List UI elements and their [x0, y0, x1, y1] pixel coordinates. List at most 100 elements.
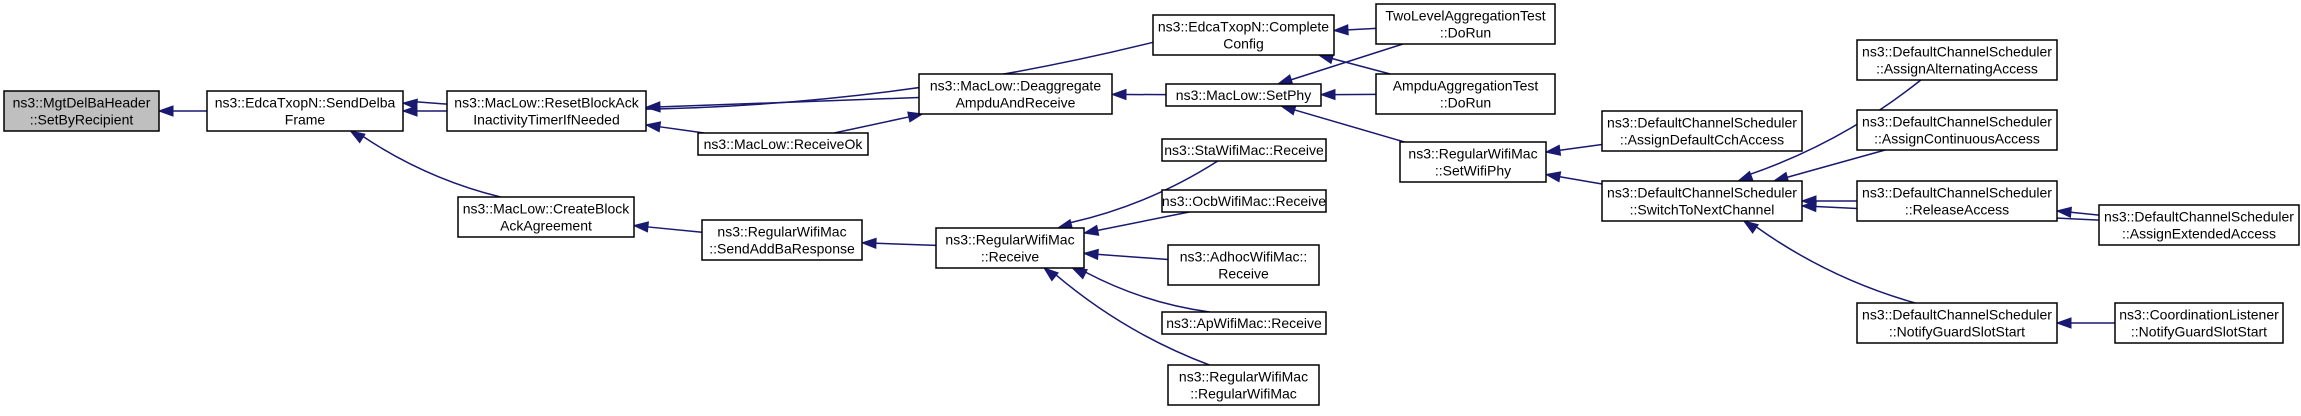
arrowhead-n22-to-n20 — [1082, 224, 1100, 236]
edges-layer — [157, 24, 2115, 366]
edge-n21-to-n20 — [1070, 160, 1219, 224]
node-label-line: ns3::MacLow::CreateBlock — [463, 201, 631, 217]
node-label-line: ns3::DefaultChannelScheduler — [2104, 209, 2294, 225]
node-label-line: ::SendAddBaResponse — [709, 241, 855, 257]
node-label-line: ns3::DefaultChannelScheduler — [1607, 115, 1797, 131]
node-box — [1856, 109, 2058, 151]
node-box — [1375, 73, 1556, 115]
node-defaultchannelscheduler-assigndefaultcchaccess[interactable]: ns3::DefaultChannelScheduler::AssignDefa… — [1601, 110, 1803, 152]
node-coordinationlistener-notifyguardslotstart[interactable]: ns3::CoordinationListener::NotifyGuardSl… — [2114, 302, 2284, 344]
edge-n20-to-n19 — [875, 242, 937, 247]
node-apwifimac-receive[interactable]: ns3::ApWifiMac::Receive — [1161, 311, 1327, 335]
node-maclow-receiveok[interactable]: ns3::MacLow::ReceiveOk — [697, 132, 869, 156]
node-regularwifimac-regularwifimac[interactable]: ns3::RegularWifiMac::RegularWifiMac — [1167, 364, 1320, 406]
edge-n8-to-n5 — [659, 126, 705, 134]
arrowhead-n5-to-n1 — [401, 105, 418, 117]
node-box — [1375, 3, 1556, 45]
node-label-line: AmpduAggregationTest — [1393, 78, 1539, 94]
node-label-line: ns3::EdcaTxopN::SendDelba — [215, 95, 396, 111]
node-box — [457, 196, 635, 238]
node-regularwifimac-setwifiphy[interactable]: ns3::RegularWifiMac::SetWifiPhy — [1399, 141, 1547, 183]
node-label-line: ::ReleaseAccess — [1905, 202, 2009, 218]
node-maclow-setphy[interactable]: ns3::MacLow::SetPhy — [1165, 83, 1322, 107]
arrowhead-n18-to-n1 — [349, 130, 366, 144]
edge-n15-to-n14 — [2070, 211, 2100, 216]
node-label-line: TwoLevelAggregationTest — [1385, 8, 1545, 24]
node-box — [1167, 364, 1320, 406]
arrowhead-n6-to-n5 — [644, 101, 661, 113]
arrowhead-n20-to-n19 — [860, 237, 877, 250]
node-label-line: ::AssignDefaultCchAccess — [1620, 132, 1784, 148]
edge-n25-to-n20 — [1055, 274, 1210, 366]
node-box — [2114, 302, 2284, 344]
arrowhead-n19-to-n18 — [632, 221, 649, 233]
edge-n3-to-n7 — [1291, 43, 1404, 81]
arrowhead-n12-to-n11 — [1736, 170, 1754, 182]
edge-n3-to-n2 — [1347, 27, 1377, 31]
node-box — [1856, 39, 2058, 81]
node-adhocwifimac-receive[interactable]: ns3::AdhocWifiMac::Receive — [1167, 244, 1320, 286]
edge-n22-to-n20 — [1097, 211, 1190, 232]
node-defaultchannelscheduler-releaseaccess[interactable]: ns3::DefaultChannelScheduler::ReleaseAcc… — [1856, 180, 2058, 222]
node-defaultchannelscheduler-assigncontinuousaccess[interactable]: ns3::DefaultChannelScheduler::AssignCont… — [1856, 109, 2058, 151]
arrowhead-n16-to-n11 — [1742, 220, 1760, 234]
node-label-line: ::DoRun — [1440, 25, 1491, 41]
node-ampduaggregationtest-dorun[interactable]: AmpduAggregationTest::DoRun — [1375, 73, 1556, 115]
node-box — [1165, 83, 1322, 107]
node-box — [1856, 302, 2058, 344]
node-label-line: ns3::DefaultChannelScheduler — [1862, 44, 2052, 60]
node-regularwifimac-receive[interactable]: ns3::RegularWifiMac::Receive — [935, 227, 1085, 269]
node-stawifimac-receive[interactable]: ns3::StaWifiMac::Receive — [1161, 138, 1327, 162]
node-mgtdelbaheader-setbyrecipient[interactable]: ns3::MgtDelBaHeader::SetByRecipient — [3, 90, 160, 132]
node-label-line: ns3::DefaultChannelScheduler — [1862, 114, 2052, 130]
node-box — [1601, 110, 1803, 152]
node-box — [1601, 180, 1803, 222]
node-label-line: ns3::MacLow::SetPhy — [1176, 87, 1311, 103]
node-defaultchannelscheduler-switchtonextchannel[interactable]: ns3::DefaultChannelScheduler::SwitchToNe… — [1601, 180, 1803, 222]
node-maclow-resetblockackinactivitytimerifneeded[interactable]: ns3::MacLow::ResetBlockAckInactivityTime… — [446, 90, 647, 132]
node-box — [1856, 180, 2058, 222]
edge-n23-to-n20 — [1097, 253, 1169, 261]
node-label-line: ns3::DefaultChannelScheduler — [1862, 307, 2052, 323]
node-label-line: ::SetWifiPhy — [1435, 163, 1511, 179]
arrowhead-n10-to-n9 — [1544, 144, 1562, 156]
node-ocbwifimac-receive[interactable]: ns3::OcbWifiMac::Receive — [1161, 189, 1327, 213]
node-label-line: ::RegularWifiMac — [1190, 386, 1297, 402]
edge-n4-to-n2 — [1332, 57, 1391, 75]
node-label-line: ::AssignAlternatingAccess — [1876, 61, 2038, 77]
node-box — [3, 90, 160, 132]
node-label-line: ns3::RegularWifiMac — [717, 224, 846, 240]
node-label-line: ::NotifyGuardSlotStart — [2131, 324, 2267, 340]
node-box — [697, 132, 869, 156]
node-label-line: ns3::MacLow::Deaggregate — [930, 78, 1101, 94]
node-regularwifimac-sendaddbaresponse[interactable]: ns3::RegularWifiMac::SendAddBaResponse — [701, 219, 863, 261]
edge-n10-to-n9 — [1559, 143, 1603, 151]
node-label-line: ns3::RegularWifiMac — [1179, 369, 1308, 385]
node-label-line: Config — [1223, 36, 1263, 52]
node-defaultchannelscheduler-assignextendedaccess[interactable]: ns3::DefaultChannelScheduler::AssignExte… — [2098, 204, 2300, 246]
node-defaultchannelscheduler-notifyguardslotstart[interactable]: ns3::DefaultChannelScheduler::NotifyGuar… — [1856, 302, 2058, 344]
node-label-line: ns3::MacLow::ResetBlockAck — [454, 95, 639, 111]
arrowhead-n11-to-n9 — [1544, 171, 1562, 183]
node-defaultchannelscheduler-assignalternatingaccess[interactable]: ns3::DefaultChannelScheduler::AssignAlte… — [1856, 39, 2058, 81]
edge-n8-to-n6 — [833, 116, 909, 134]
node-label-line: Receive — [1218, 266, 1269, 282]
node-box — [1161, 138, 1327, 162]
edge-n19-to-n18 — [647, 226, 703, 233]
node-box — [1161, 189, 1327, 213]
arrowhead-n17-to-n16 — [2055, 317, 2072, 329]
node-label-line: ::SwitchToNextChannel — [1630, 202, 1775, 218]
node-label-line: AmpduAndReceive — [956, 95, 1076, 111]
arrowhead-n2-to-n1 — [401, 98, 418, 110]
node-box — [446, 90, 647, 132]
node-label-line: AckAgreement — [500, 218, 592, 234]
node-twolevelaggregationtest-dorun[interactable]: TwoLevelAggregationTest::DoRun — [1375, 3, 1556, 45]
node-label-line: ns3::AdhocWifiMac:: — [1180, 249, 1308, 265]
node-label-line: ns3::MacLow::ReceiveOk — [704, 136, 864, 152]
edge-n11-to-n9 — [1559, 176, 1603, 185]
